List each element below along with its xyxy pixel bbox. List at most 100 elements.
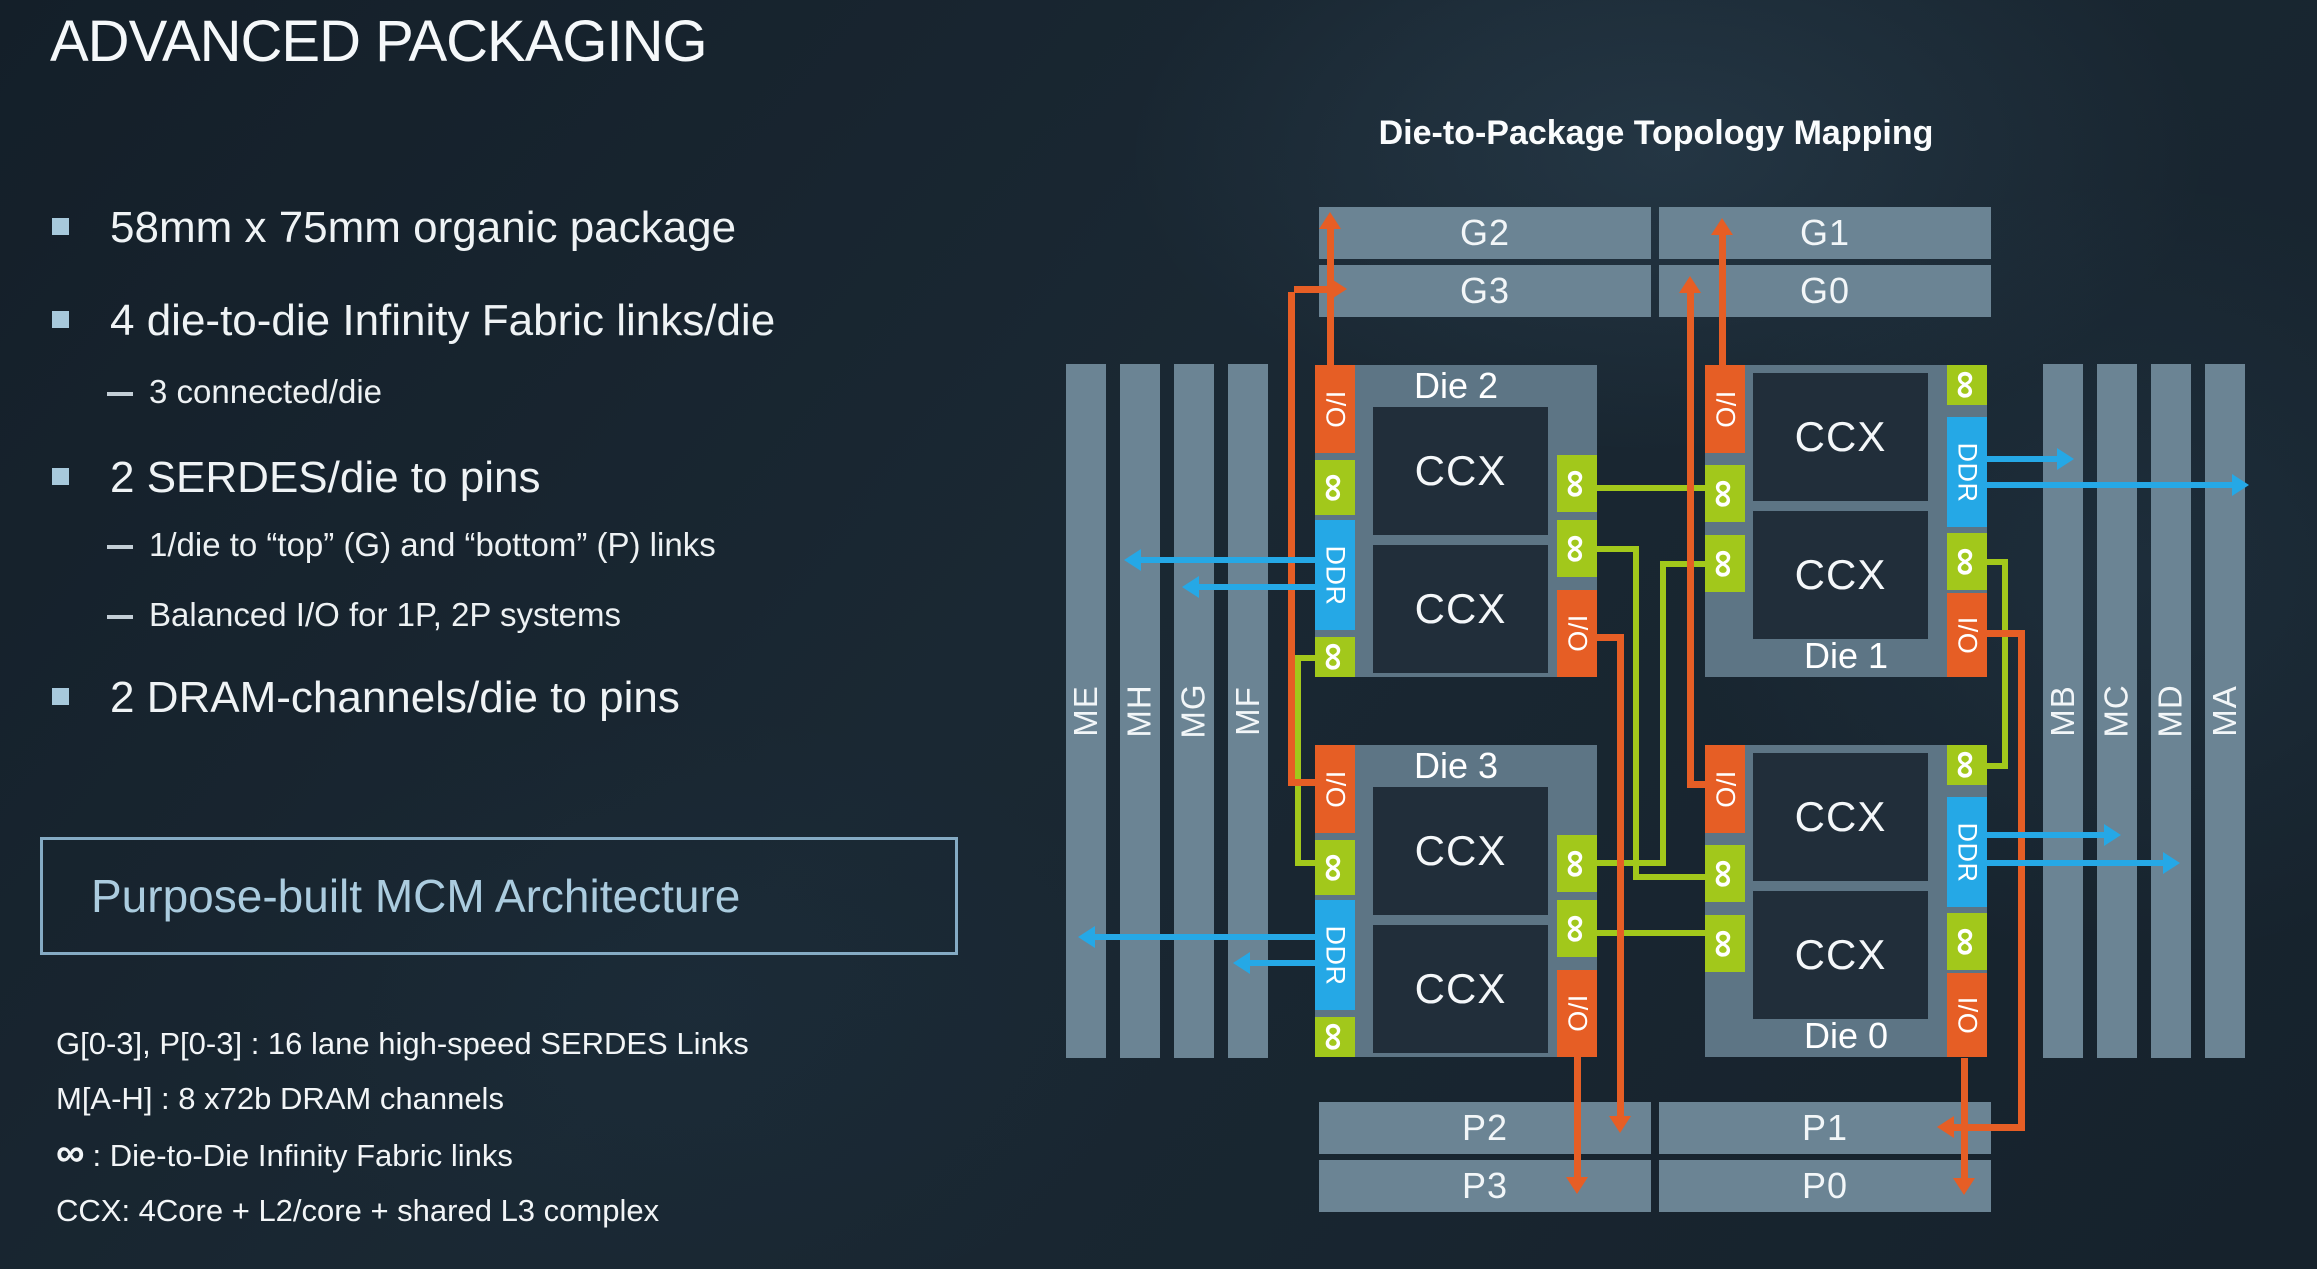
die-label: Die 0 [1803, 1015, 1889, 1056]
ddr-port: DDR [1947, 797, 1987, 907]
die-label: Die 1 [1803, 635, 1889, 676]
ddr-port: DDR [1315, 520, 1355, 630]
ddr-wire [1095, 934, 1315, 940]
infinity-fabric-icon: ∞ [1945, 533, 1989, 590]
io-port: I/O [1315, 745, 1355, 833]
callout-text: Purpose-built MCM Architecture [91, 870, 741, 922]
bar-label: MF [1229, 686, 1266, 736]
serdes-wire [1574, 1057, 1581, 1177]
bar-label: ME [1067, 685, 1104, 737]
arrow-down-icon [1566, 1177, 1588, 1194]
ccx-block: CCX [1373, 925, 1548, 1053]
io-port: I/O [1557, 590, 1597, 677]
arrow-right-icon [2104, 824, 2121, 846]
dash-icon [107, 392, 133, 396]
fabric-wire [1633, 546, 1639, 880]
bar-label: MB [2044, 685, 2081, 737]
infinity-fabric-icon: ∞ [1555, 455, 1599, 512]
diagram-title: Die-to-Package Topology Mapping [1378, 114, 1934, 152]
bullet-text: 4 die-to-die Infinity Fabric links/die [110, 296, 776, 345]
io-port: I/O [1315, 365, 1355, 453]
sub-bullet-item: 3 connected/die [52, 373, 382, 411]
bullet-text: 2 DRAM-channels/die to pins [110, 673, 680, 722]
legend-fabric-text: : Die-to-Die Infinity Fabric links [92, 1138, 513, 1173]
bullet-square-icon [52, 218, 69, 235]
serdes-link-P0: P0 [1659, 1160, 1991, 1212]
infinity-fabric-icon: ∞ [1313, 460, 1357, 515]
serdes-wire [2018, 630, 2025, 1127]
dram-channel-MC: MC [2097, 364, 2137, 1058]
legend-fabric-line: ∞: Die-to-Die Infinity Fabric links [56, 1126, 749, 1183]
arrow-right-icon [2057, 448, 2074, 470]
arrow-up-icon [1319, 212, 1341, 229]
serdes-wire [1954, 1124, 2025, 1131]
serdes-wire [1961, 1058, 1968, 1178]
ccx-label: CCX [1414, 965, 1507, 1012]
arrow-left-icon [1078, 926, 1095, 948]
bar-label: P2 [1461, 1107, 1509, 1148]
bullet-text: 3 connected/die [149, 373, 383, 410]
fabric-wire [1295, 655, 1301, 866]
die-3: Die 3 CCX CCX I/O ∞ DDR ∞ ∞ ∞ I/O [1313, 745, 1599, 1057]
infinity-fabric-icon: ∞ [1555, 900, 1599, 957]
bar-label: MD [2152, 684, 2190, 738]
bullet-text: 58mm x 75mm organic package [110, 203, 737, 252]
ccx-block: CCX [1373, 545, 1548, 673]
infinity-fabric-icon: ∞ [1555, 520, 1599, 577]
die-1: Die 1 CCX CCX I/O ∞ ∞ ∞ DDR ∞ I/O [1703, 365, 1989, 677]
bar-label: P3 [1461, 1165, 1509, 1206]
arrow-up-icon [1711, 218, 1733, 235]
die-2: Die 2 CCX CCX I/O ∞ DDR ∞ ∞ ∞ I/O [1313, 365, 1599, 677]
serdes-link-P2: P2 [1319, 1102, 1651, 1154]
bullet-text: Balanced I/O for 1P, 2P systems [149, 596, 622, 633]
serdes-link-P1: P1 [1659, 1102, 1991, 1154]
io-port: I/O [1947, 593, 1987, 677]
dash-icon [107, 615, 133, 619]
serdes-link-G3: G3 [1319, 265, 1651, 317]
arrow-up-icon [1679, 276, 1701, 293]
infinity-fabric-icon: ∞ [1703, 465, 1747, 522]
arrow-right-icon [2232, 474, 2249, 496]
bullet-square-icon [52, 688, 69, 705]
legend-dram-line: M[A-H] : 8 x72b DRAM channels [56, 1081, 504, 1116]
fabric-wire [1295, 655, 1317, 661]
bullet-square-icon [52, 311, 69, 328]
fabric-wire [1633, 874, 1707, 880]
ccx-label: CCX [1794, 931, 1887, 978]
arrow-left-icon [1233, 952, 1250, 974]
dram-channel-MG: MG [1174, 364, 1214, 1058]
bullet-item: 2 SERDES/die to pins [52, 453, 540, 503]
bar-label: G3 [1459, 270, 1511, 311]
serdes-wire [1294, 286, 1330, 293]
bar-label: MA [2206, 685, 2243, 737]
ccx-label: CCX [1414, 447, 1507, 494]
infinity-fabric-icon: ∞ [56, 1131, 85, 1175]
infinity-fabric-icon: ∞ [1945, 913, 1989, 970]
bullet-text: 2 SERDES/die to pins [110, 453, 541, 502]
serdes-wire [1687, 781, 1708, 788]
serdes-wire [1593, 634, 1624, 641]
infinity-fabric-icon: ∞ [1703, 915, 1747, 972]
ccx-block: CCX [1753, 511, 1928, 639]
fabric-wire [1597, 546, 1639, 552]
ccx-label: CCX [1414, 585, 1507, 632]
fabric-wire [1597, 485, 1707, 491]
die-label: Die 3 [1413, 745, 1499, 786]
ccx-label: CCX [1794, 793, 1887, 840]
fabric-wire [2002, 559, 2008, 768]
infinity-fabric-icon: ∞ [1945, 365, 1989, 405]
ccx-block: CCX [1753, 891, 1928, 1019]
ccx-block: CCX [1373, 407, 1548, 535]
bar-label: P1 [1801, 1107, 1849, 1148]
serdes-wire [1288, 292, 1295, 784]
io-port: I/O [1557, 970, 1597, 1057]
ddr-port: DDR [1947, 417, 1987, 527]
ddr-wire [1141, 557, 1315, 563]
io-port: I/O [1947, 973, 1987, 1057]
arrow-left-icon [1182, 576, 1199, 598]
infinity-fabric-icon: ∞ [1945, 745, 1989, 785]
serdes-link-P3: P3 [1319, 1160, 1651, 1212]
sub-bullet-item: 1/die to “top” (G) and “bottom” (P) link… [52, 526, 716, 564]
arrow-right-icon [2163, 852, 2180, 874]
serdes-wire [1617, 634, 1624, 1116]
